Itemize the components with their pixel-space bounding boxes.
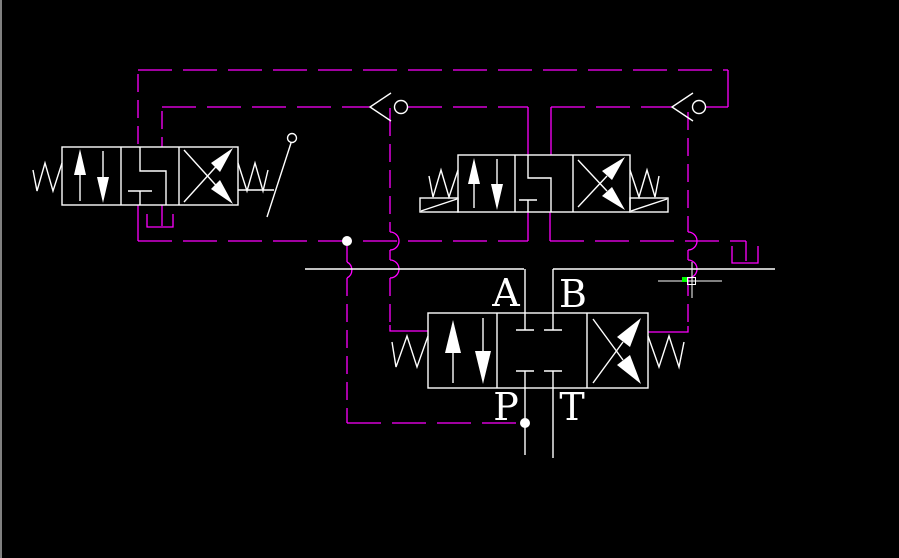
work-lines bbox=[305, 268, 775, 458]
port-label-t: T bbox=[559, 385, 584, 429]
spring-icon bbox=[391, 333, 429, 370]
check-valve-left-icon bbox=[368, 92, 409, 122]
snap-marker bbox=[682, 277, 687, 282]
pilot-actuator-icon bbox=[629, 197, 669, 213]
junction-dot bbox=[342, 236, 352, 246]
directional-valve-main bbox=[391, 312, 685, 389]
spring-icon bbox=[428, 167, 459, 200]
port-label-b: B bbox=[559, 272, 587, 316]
pilot-actuator-icon bbox=[419, 197, 459, 213]
directional-valve-pilot bbox=[419, 154, 669, 213]
pilot-line-network bbox=[137, 69, 759, 424]
directional-valve-manual bbox=[32, 132, 298, 218]
spring-icon bbox=[647, 333, 685, 370]
lever-icon bbox=[238, 132, 298, 218]
spring-icon bbox=[237, 160, 269, 194]
crosshair-cursor[interactable] bbox=[658, 262, 722, 298]
port-label-a: A bbox=[491, 271, 520, 315]
port-label-p: P bbox=[493, 385, 519, 429]
spring-icon bbox=[629, 167, 660, 200]
spring-icon bbox=[32, 160, 63, 194]
check-valve-right-icon bbox=[670, 92, 707, 122]
pickbox bbox=[687, 277, 696, 285]
